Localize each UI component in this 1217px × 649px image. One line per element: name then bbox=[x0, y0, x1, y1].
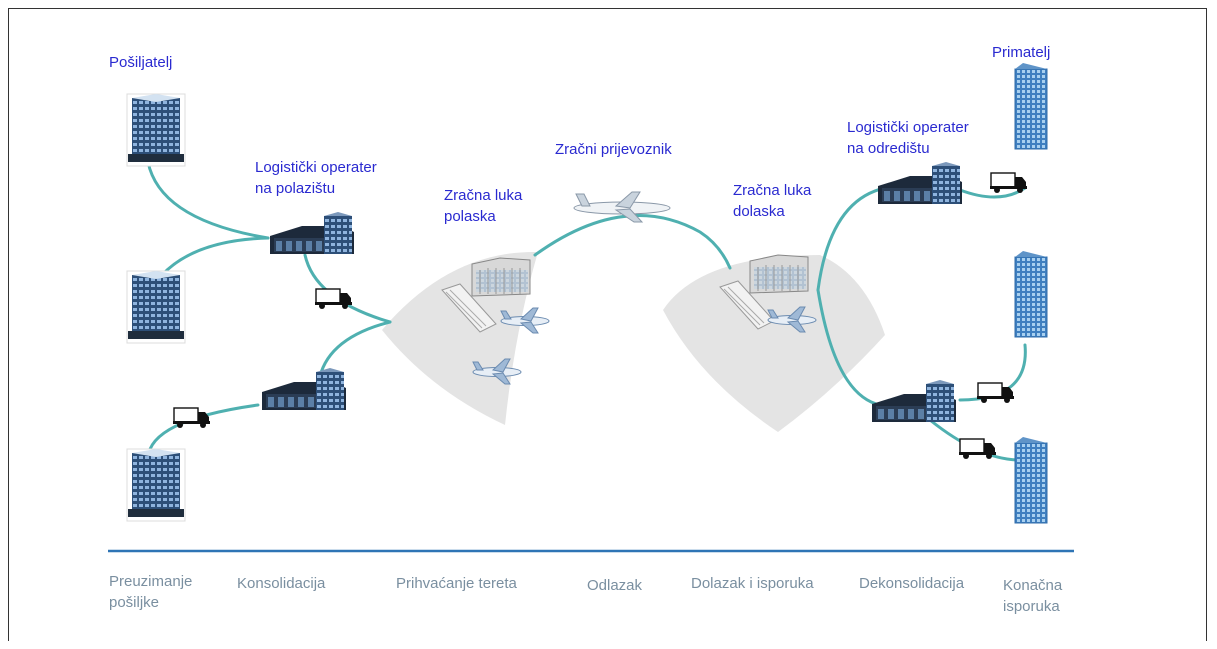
truck-icon bbox=[958, 438, 997, 460]
connector-flight-path bbox=[533, 214, 732, 270]
stage-arrival-delivery: Dolazak i isporuka bbox=[691, 575, 814, 592]
label-departure-airport: Zračna luka polaska bbox=[444, 187, 523, 225]
connector-sender2-operator bbox=[160, 236, 270, 277]
arrival-airport-zone bbox=[663, 255, 885, 432]
label-air-carrier: Zračni prijevoznik bbox=[555, 141, 672, 158]
office-building-icon bbox=[126, 448, 186, 522]
truck-icon bbox=[172, 407, 211, 429]
label-origin-operator: Logistički operater na polazištu bbox=[255, 159, 377, 197]
connectors bbox=[146, 160, 1027, 462]
warehouse-icon bbox=[262, 368, 346, 410]
truck-icon bbox=[314, 288, 353, 310]
truck-icon bbox=[989, 172, 1028, 194]
label-destination-operator: Logistički operater na odredištu bbox=[847, 119, 969, 157]
skyscraper-icon bbox=[1014, 436, 1048, 524]
warehouse-icon bbox=[270, 212, 354, 254]
truck-icon bbox=[976, 382, 1015, 404]
warehouse-icon bbox=[878, 162, 962, 204]
connector-dest-operator1-recipient bbox=[958, 186, 1027, 199]
connector-dest-operator2-recipient2 bbox=[958, 343, 1027, 402]
label-sender: Pošiljatelj bbox=[109, 54, 173, 71]
office-building-icon bbox=[126, 93, 186, 167]
stage-pickup: Preuzimanje pošiljke bbox=[109, 573, 193, 611]
stage-departure: Odlazak bbox=[587, 577, 643, 594]
warehouse-icon bbox=[872, 380, 956, 422]
office-building-icon bbox=[126, 270, 186, 344]
label-recipient: Primatelj bbox=[992, 44, 1051, 61]
skyscraper-icon bbox=[1014, 62, 1048, 150]
label-arrival-airport: Zračna luka dolaska bbox=[733, 182, 812, 220]
stage-cargo-acceptance: Prihvaćanje tereta bbox=[396, 575, 517, 592]
stage-deconsolidation: Dekonsolidacija bbox=[859, 575, 965, 592]
stage-final-delivery: Konačna isporuka bbox=[1003, 577, 1063, 615]
connector-airport-dest-operator1 bbox=[816, 186, 887, 292]
stage-consolidation: Konsolidacija bbox=[237, 575, 326, 592]
diagram-frame bbox=[8, 8, 1207, 641]
skyscraper-icon bbox=[1014, 250, 1048, 338]
airplane-icon bbox=[573, 191, 671, 223]
connector-sender1-operator bbox=[146, 160, 270, 240]
connector-airport-dest-operator2 bbox=[816, 288, 882, 407]
